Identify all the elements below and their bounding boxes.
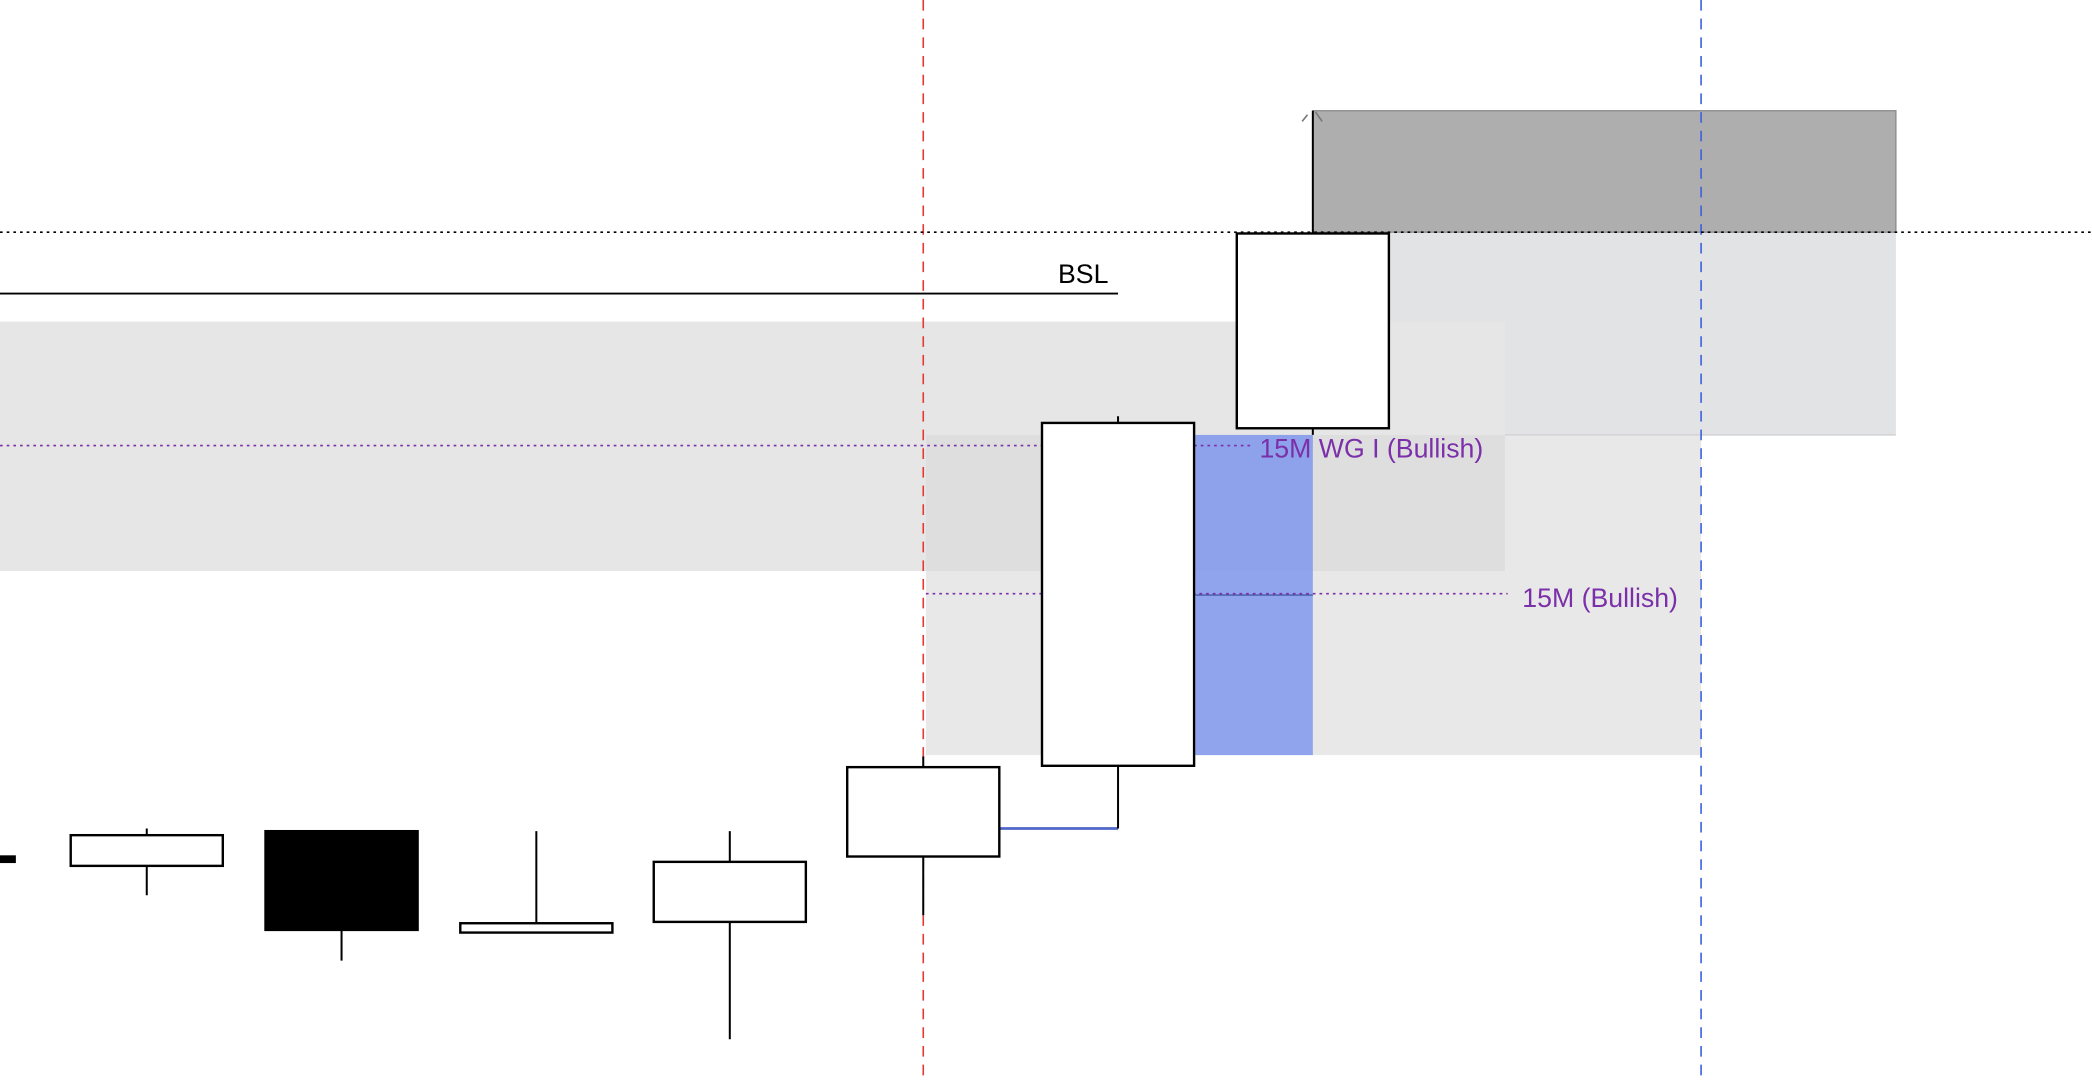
candle-body-bearish[interactable] <box>0 855 16 864</box>
candle-body-bullish[interactable] <box>459 922 614 934</box>
caret-icon <box>1301 111 1323 122</box>
candle-body-bullish[interactable] <box>1040 421 1196 768</box>
m15-level-label: 15M (Bullish) <box>1522 583 1678 613</box>
candle-body-bullish[interactable] <box>846 765 1001 858</box>
bsl-label: BSL <box>1058 259 1108 289</box>
zone-upper-dark <box>1312 110 1897 233</box>
candle-body-bullish[interactable] <box>69 833 225 868</box>
candle-body-bullish[interactable] <box>652 860 808 924</box>
candles-group <box>0 110 1391 1040</box>
candle-body-bullish[interactable] <box>1235 232 1391 430</box>
wg-level-label: 15M WG I (Bullish) <box>1259 434 1483 464</box>
candle-body-bearish[interactable] <box>264 829 419 932</box>
